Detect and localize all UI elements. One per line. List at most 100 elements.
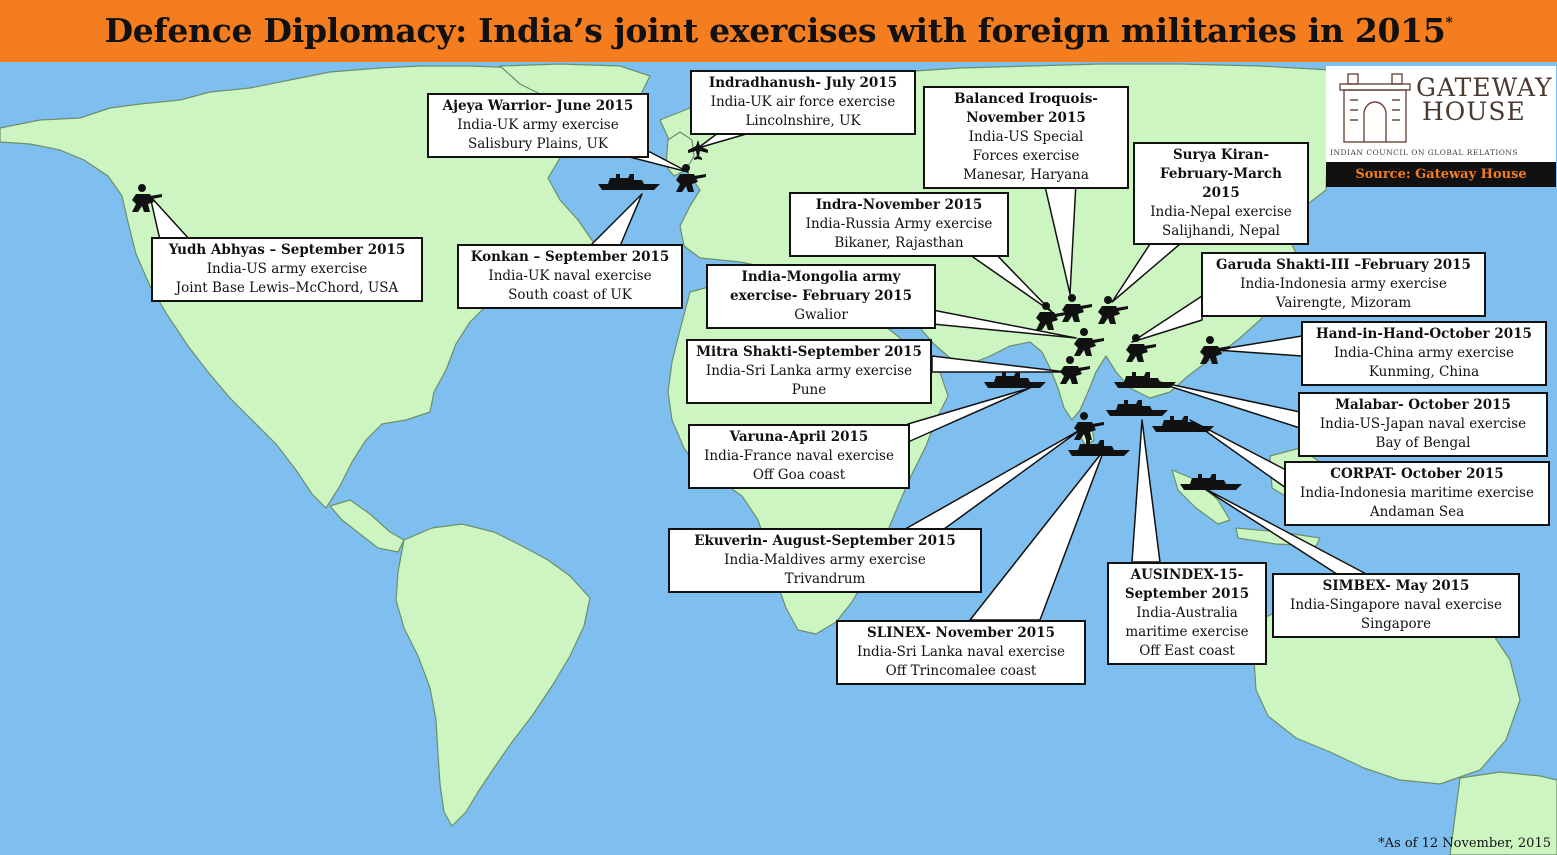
pointer-konkan [589,193,643,247]
exercise-detail: maritime exercise [1125,624,1249,640]
callout-konkan: Konkan – September 2015 India-UK naval e… [457,244,683,309]
source-label: Source: Gateway House [1355,167,1527,182]
logo-line-2: HOUSE [1422,97,1526,126]
exercise-title: Indradhanush- July 2015 [708,75,898,91]
soldier-icon-mitra-shakti [1060,356,1090,384]
exercise-location: Off Trincomalee coast [885,663,1037,679]
exercise-title: Varuna-April 2015 [729,429,869,445]
callout-india-mongolia: India-Mongolia army exercise- February 2… [706,264,936,329]
exercise-location: Vairengte, Mizoram [1275,295,1412,311]
exercise-location: Bay of Bengal [1375,435,1471,451]
exercise-title-cont: November 2015 [966,110,1086,126]
exercise-location: Joint Base Lewis–McChord, USA [175,280,399,296]
source-box: Source: Gateway House [1326,162,1556,187]
callout-indradhanush: Indradhanush- July 2015 India-UK air for… [690,70,916,135]
logo-line-1: GATEWAY [1416,73,1553,102]
exercise-title: Yudh Abhyas – September 2015 [168,242,406,258]
callout-simbex: SIMBEX- May 2015 India-Singapore naval e… [1272,573,1520,638]
exercise-title: India-Mongolia army [741,269,901,285]
central-america [329,499,405,553]
exercise-detail: India-US army exercise [206,261,368,277]
exercise-detail: India-Sri Lanka army exercise [705,363,913,379]
soldier-icon-garuda [1126,334,1156,362]
exercise-detail: India-Singapore naval exercise [1290,597,1502,613]
exercise-title-cont: 2015 [1202,185,1240,201]
logo-tagline: INDIAN COUNCIL ON GLOBAL RELATIONS [1330,148,1519,157]
callout-varuna: Varuna-April 2015 India-France naval exe… [688,424,910,489]
exercise-title: Balanced Iroquois- [954,91,1098,107]
callout-ajeya-warrior: Ajeya Warrior- June 2015 India-UK army e… [427,93,649,158]
callout-surya-kiran: Surya Kiran- February-March 2015 India-N… [1133,142,1309,245]
exercise-title: Ajeya Warrior- June 2015 [442,98,634,114]
callout-slinex: SLINEX- November 2015 India-Sri Lanka na… [836,620,1086,685]
exercise-location: Salisbury Plains, UK [467,136,608,152]
exercise-detail: India-China army exercise [1333,345,1515,361]
exercise-title: SIMBEX- May 2015 [1322,578,1470,594]
logo-wordmark: GATEWAY HOUSE [1416,73,1553,126]
callout-ekuverin: Ekuverin- August-September 2015 India-Ma… [668,528,982,593]
exercise-detail: India-Indonesia army exercise [1240,276,1447,292]
warship-icon-ausindex [1106,400,1168,416]
callout-ausindex: AUSINDEX-15- September 2015 India-Austra… [1107,562,1267,665]
soldier-icon-mongolia [1074,328,1104,356]
fighter-jet-icon [688,140,708,160]
map-title: Defence Diplomacy: India’s joint exercis… [104,11,1453,50]
warship-icon-varuna [984,372,1046,388]
soldier-icon-indra [1036,302,1066,330]
exercise-title: Surya Kiran- [1172,147,1270,163]
exercise-location: South coast of UK [508,287,632,303]
pointer-slinex [969,449,1105,621]
exercise-location: Off Goa coast [752,467,846,483]
exercise-title: Mitra Shakti-September 2015 [696,344,922,360]
callout-balanced-iroquois: Balanced Iroquois- November 2015 India-U… [923,86,1129,189]
exercise-location: Andaman Sea [1369,504,1465,520]
exercise-title-cont: February-March [1160,166,1282,182]
callout-hand-in-hand: Hand-in-Hand-October 2015 India-China ar… [1301,321,1547,386]
exercise-title: Hand-in-Hand-October 2015 [1316,326,1532,342]
gateway-house-logo: GATEWAY HOUSE INDIAN COUNCIL ON GLOBAL R… [1326,66,1556,162]
exercise-title: SLINEX- November 2015 [867,625,1055,641]
exercise-detail: India-Russia Army exercise [805,216,993,232]
footnote: *As of 12 November, 2015 [1378,836,1551,851]
callout-mitra-shakti: Mitra Shakti-September 2015 India-Sri La… [686,339,932,404]
exercise-markers [132,140,1242,490]
exercise-detail: India-France naval exercise [704,448,894,464]
exercise-location: Kunming, China [1368,364,1480,380]
exercise-detail: India-Nepal exercise [1150,204,1292,220]
exercise-detail: India-Maldives army exercise [724,552,926,568]
exercise-detail: India-UK air force exercise [710,94,896,110]
exercise-detail: Forces exercise [972,148,1080,164]
exercise-title: CORPAT- October 2015 [1330,466,1504,482]
soldier-icon-ajeya [676,164,706,192]
callout-pointers [149,129,1371,621]
exercise-title: AUSINDEX-15- [1130,567,1244,583]
soldier-icon-surya-kiran [1098,296,1128,324]
exercise-detail: India-UK naval exercise [488,268,652,284]
pointer-ausindex [1131,419,1161,563]
exercise-location: Salijhandi, Nepal [1162,223,1280,239]
exercise-title-cont: exercise- February 2015 [730,288,912,304]
callout-garuda-shakti: Garuda Shakti-III –February 2015 India-I… [1201,252,1486,317]
exercise-title: Konkan – September 2015 [470,249,670,265]
exercise-location: Pune [791,382,827,398]
exercise-location: Lincolnshire, UK [745,113,861,129]
exercise-title: Malabar- October 2015 [1335,397,1511,413]
callout-yudh-abhyas: Yudh Abhyas – September 2015 India-US ar… [151,237,423,302]
exercise-detail: India-Indonesia maritime exercise [1300,485,1534,501]
callout-indra: Indra-November 2015 India-Russia Army ex… [789,192,1009,257]
exercise-title: Garuda Shakti-III –February 2015 [1216,257,1471,273]
warship-icon-malabar [1114,372,1176,388]
exercise-location: Gwalior [794,307,848,323]
warship-icon-simbex [1180,474,1242,490]
warship-icon-corpat [1152,416,1214,432]
exercise-title: Ekuverin- August-September 2015 [694,533,956,549]
exercise-detail: India-Sri Lanka naval exercise [856,644,1065,660]
exercise-location: Manesar, Haryana [963,167,1089,183]
south-america [395,523,591,827]
soldier-icon-ekuverin [1074,412,1104,440]
exercise-detail: India-Australia [1136,605,1238,621]
callout-corpat: CORPAT- October 2015 India-Indonesia mar… [1284,461,1550,526]
exercise-detail: India-UK army exercise [457,117,619,133]
pointer-mitra-shakti [931,355,1067,373]
gateway-arch-icon [1339,73,1411,143]
